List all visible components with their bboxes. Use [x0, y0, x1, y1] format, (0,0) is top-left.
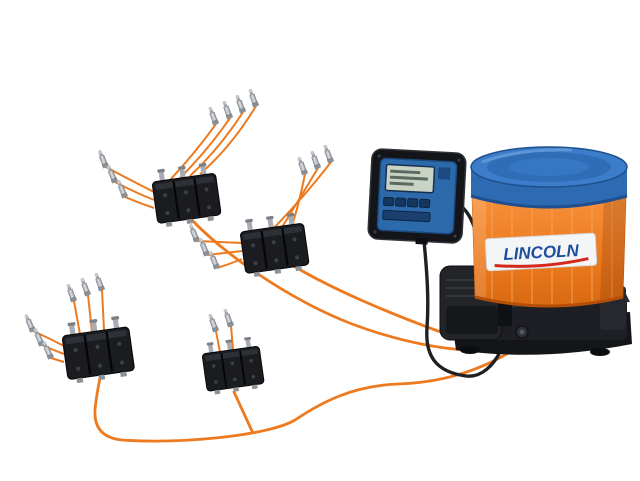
brand-label: LINCOLN — [484, 232, 598, 272]
divider-block-b-assembly — [186, 143, 335, 280]
feed-line-branch-block-d — [232, 390, 254, 433]
controller-indicator — [437, 167, 451, 180]
divider-valve-block — [59, 313, 137, 386]
brand-label-text: LINCOLN — [503, 241, 580, 264]
controller-button-bar[interactable] — [382, 209, 431, 223]
divider-block-d-assembly — [199, 307, 266, 397]
cable-controller-to-pump-base — [422, 239, 502, 378]
feed-branch-lines-d — [215, 325, 234, 353]
pump-base — [439, 265, 632, 356]
lcd-text-lines — [389, 169, 428, 186]
controller-buttons[interactable] — [383, 196, 431, 209]
feed-line-block-a-to-pump — [188, 216, 507, 353]
grease-pump-unit: LINCOLN — [439, 146, 632, 356]
divider-block-c-assembly — [22, 271, 137, 386]
lubrication-controller — [367, 148, 467, 245]
lube-point-fittings-d — [206, 307, 235, 334]
feed-line-pump-to-block-c-loop — [93, 350, 512, 443]
divider-block-a-assembly — [95, 87, 260, 230]
pump-lid — [470, 146, 628, 209]
controller-screws — [373, 154, 461, 238]
divider-valve-block — [237, 210, 311, 280]
cable-gland — [415, 238, 428, 245]
brand-label-stripe — [494, 257, 589, 268]
